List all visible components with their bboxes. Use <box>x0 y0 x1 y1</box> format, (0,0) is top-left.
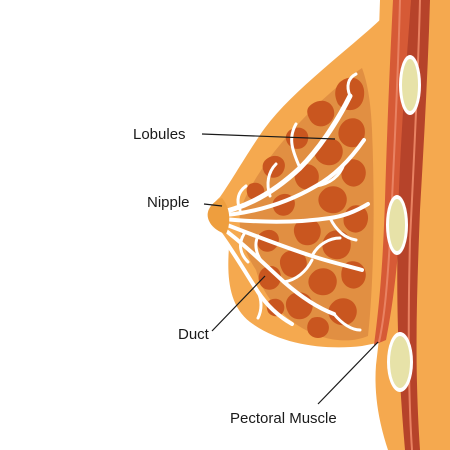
label-nipple: Nipple <box>147 194 190 211</box>
rib-fat-pad <box>399 55 421 115</box>
lobules-leader-line <box>201 133 336 140</box>
label-duct: Duct <box>178 326 209 343</box>
label-pectoral-muscle: Pectoral Muscle <box>230 410 337 427</box>
nipple-leader-line <box>203 203 223 207</box>
duct-leader-line <box>211 275 266 332</box>
rib-fat-pad <box>386 195 408 255</box>
milk-ducts <box>209 72 370 332</box>
nipple <box>207 198 230 234</box>
label-lobules: Lobules <box>133 126 186 143</box>
rib-fat-pad <box>387 332 413 392</box>
leader-lines <box>201 133 379 405</box>
pectoral-muscle-leader-line <box>317 341 379 405</box>
